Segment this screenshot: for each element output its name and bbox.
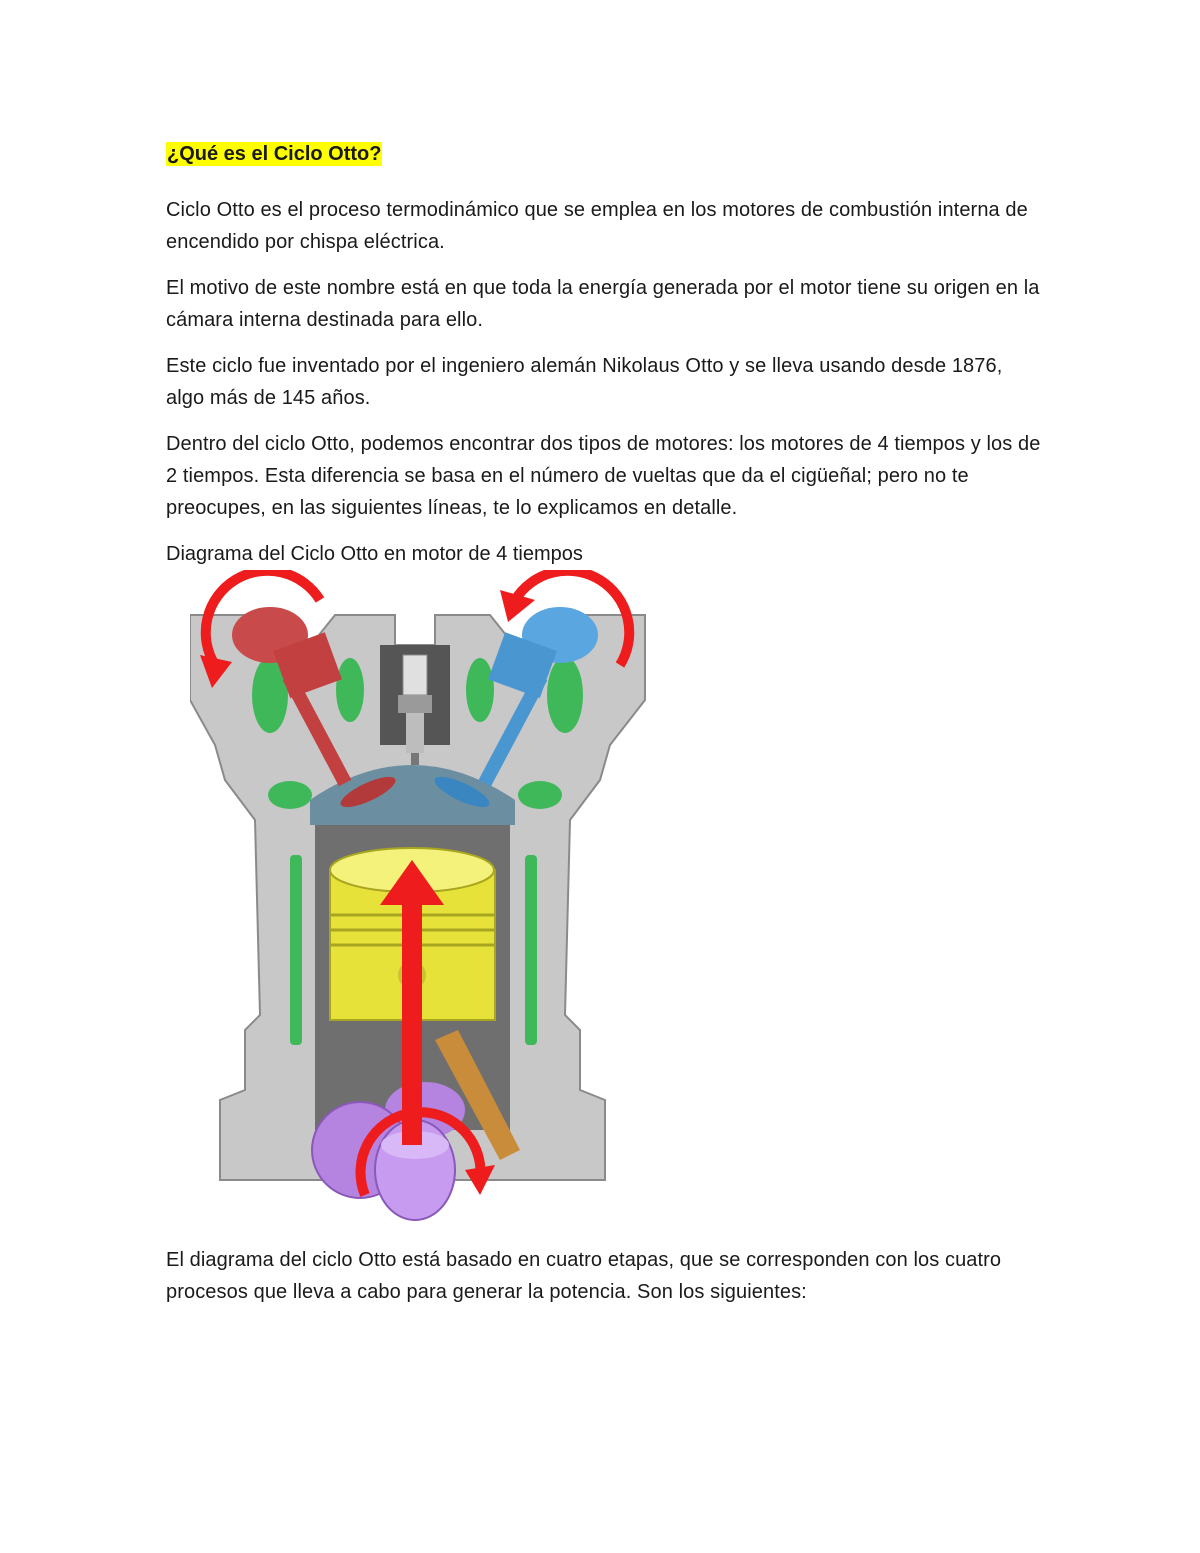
connecting-rod	[435, 1030, 520, 1160]
intake-rotation-arrow	[200, 565, 325, 668]
exhaust-rotation-arrow	[510, 565, 635, 668]
paragraph-3: Este ciclo fue inventado por el ingenier…	[166, 355, 1003, 409]
highlighted-title: ¿Qué es el Ciclo Otto?	[166, 142, 383, 166]
closing-paragraph: El diagrama del ciclo Otto está basado e…	[166, 1249, 1002, 1303]
exhaust-valve	[434, 607, 598, 808]
engine-diagram	[189, 565, 650, 1240]
intake-valve	[232, 607, 396, 808]
document-body-after-figure: El diagrama del ciclo Otto está basado e…	[166, 1244, 1046, 1322]
paragraph-4: Dentro del ciclo Otto, podemos encontrar…	[166, 433, 1041, 519]
crank-arrow-head	[465, 1165, 495, 1195]
paragraph-2: El motivo de este nombre está en que tod…	[166, 277, 1040, 331]
document-body: ¿Qué es el Ciclo Otto? Ciclo Otto es el …	[166, 138, 1046, 586]
paragraph-1: Ciclo Otto es el proceso termodinámico q…	[166, 199, 1028, 253]
page-title: ¿Qué es el Ciclo Otto?	[166, 138, 1046, 170]
intake-arrow-head	[200, 655, 232, 688]
combustion-chamber	[310, 765, 515, 825]
coolant-passages	[252, 657, 583, 1045]
spark-plug-icon	[398, 654, 432, 765]
piston-direction-shaft	[402, 895, 422, 1145]
exhaust-arrow-head	[500, 590, 535, 622]
piston-direction-arrow-head	[380, 860, 444, 905]
figure-caption: Diagrama del Ciclo Otto en motor de 4 ti…	[166, 543, 583, 565]
engine-diagram-svg	[189, 565, 646, 1221]
